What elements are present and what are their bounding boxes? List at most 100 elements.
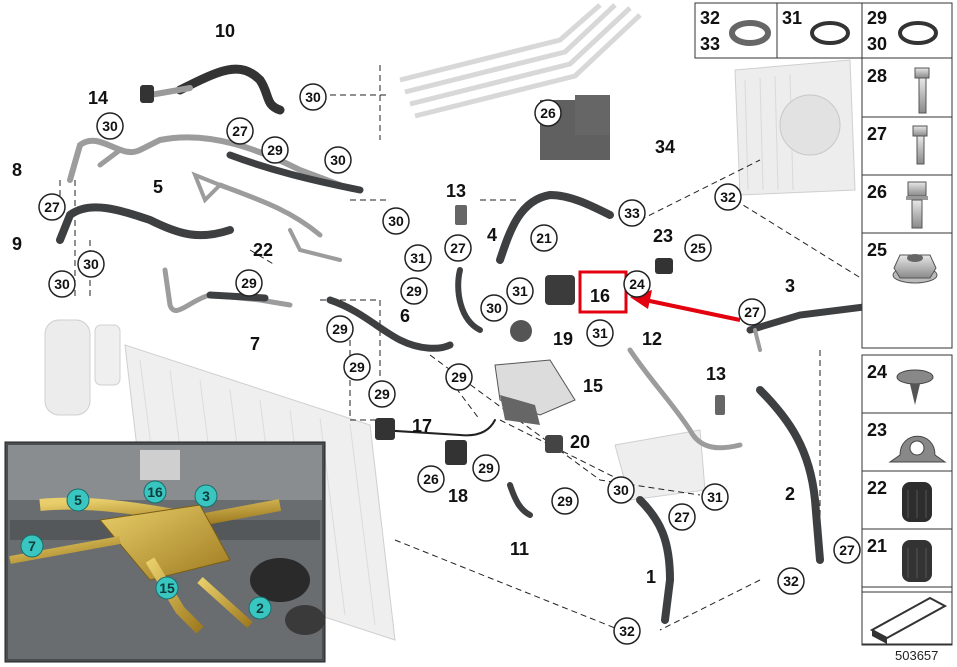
circle-ref-26: 26	[534, 99, 562, 127]
svg-text:27: 27	[450, 240, 466, 256]
svg-text:25: 25	[690, 240, 706, 256]
callout-13b: 13	[706, 364, 726, 384]
svg-text:32: 32	[783, 573, 799, 589]
callout-9: 9	[12, 234, 22, 254]
callout-15: 15	[583, 376, 603, 396]
circle-ref-27: 27	[38, 193, 66, 221]
svg-text:27: 27	[44, 199, 60, 215]
svg-text:31: 31	[512, 283, 528, 299]
svg-text:28: 28	[867, 66, 887, 86]
svg-text:16: 16	[147, 484, 163, 500]
callout-4: 4	[487, 225, 497, 245]
svg-text:30: 30	[83, 256, 99, 272]
circle-ref-31: 31	[404, 244, 432, 272]
svg-text:27: 27	[744, 304, 760, 320]
background-pipes	[399, 3, 642, 119]
evaporator	[734, 59, 856, 196]
callout-22: 22	[253, 240, 273, 260]
svg-text:5: 5	[74, 492, 82, 508]
callout-5: 5	[153, 177, 163, 197]
circle-ref-29: 29	[472, 454, 500, 482]
svg-text:26: 26	[867, 182, 887, 202]
svg-text:26: 26	[540, 105, 556, 121]
circle-ref-30: 30	[299, 83, 327, 111]
svg-text:29: 29	[349, 359, 365, 375]
svg-text:24: 24	[629, 276, 645, 292]
circle-ref-30: 30	[324, 146, 352, 174]
circle-ref-31: 31	[701, 483, 729, 511]
svg-text:30: 30	[305, 89, 321, 105]
rubber-cap-icon	[902, 482, 932, 522]
circle-ref-26: 26	[417, 465, 445, 493]
svg-text:30: 30	[867, 34, 887, 54]
circle-ref-29: 29	[400, 277, 428, 305]
seal-ring-icon	[729, 20, 938, 46]
callout-6: 6	[400, 306, 410, 326]
svg-text:29: 29	[557, 493, 573, 509]
inset-label-3: 3	[194, 484, 218, 508]
svg-text:31: 31	[782, 8, 802, 28]
svg-text:33: 33	[624, 205, 640, 221]
circle-ref-30: 30	[77, 250, 105, 278]
svg-text:23: 23	[867, 420, 887, 440]
flange-nut-icon	[892, 254, 938, 284]
svg-text:33: 33	[700, 34, 720, 54]
callout-34: 34	[655, 137, 675, 157]
circle-ref-32: 32	[777, 567, 805, 595]
circle-ref-30: 30	[48, 270, 76, 298]
circle-ref-27: 27	[444, 234, 472, 262]
callout-13a: 13	[446, 181, 466, 201]
callout-3: 3	[785, 276, 795, 296]
shim-icon	[861, 591, 953, 645]
svg-text:30: 30	[388, 213, 404, 229]
svg-text:30: 30	[486, 300, 502, 316]
svg-text:30: 30	[330, 152, 346, 168]
callout-19: 19	[553, 329, 573, 349]
inset-label-7: 7	[20, 534, 44, 558]
bracket-clip-icon	[888, 435, 947, 463]
long-bolt-icon	[914, 67, 930, 114]
svg-text:21: 21	[867, 536, 887, 556]
circle-ref-30: 30	[607, 476, 635, 504]
svg-text:25: 25	[867, 240, 887, 260]
leader-lines	[59, 65, 881, 631]
callout-2: 2	[785, 484, 795, 504]
circle-ref-29: 29	[551, 487, 579, 515]
svg-text:27: 27	[839, 542, 855, 558]
circle-ref-32: 32	[613, 617, 641, 645]
circle-ref-27: 27	[738, 298, 766, 326]
svg-text:32: 32	[720, 189, 736, 205]
svg-text:21: 21	[536, 230, 552, 246]
circle-ref-29: 29	[445, 363, 473, 391]
circle-ref-29: 29	[235, 269, 263, 297]
ac-lines	[56, 64, 904, 624]
circle-ref-30: 30	[382, 207, 410, 235]
svg-text:31: 31	[592, 325, 608, 341]
callout-7: 7	[250, 334, 260, 354]
inset-label-5: 5	[66, 488, 90, 512]
svg-text:22: 22	[867, 478, 887, 498]
svg-text:30: 30	[613, 482, 629, 498]
circle-ref-27: 27	[668, 503, 696, 531]
circle-ref-24: 24	[623, 270, 651, 298]
callout-20: 20	[570, 432, 590, 452]
inset-label-15: 15	[155, 576, 179, 600]
circle-ref-21: 21	[530, 224, 558, 252]
svg-text:30: 30	[102, 118, 118, 134]
inset-photo	[4, 441, 326, 663]
callout-18: 18	[448, 486, 468, 506]
svg-text:7: 7	[28, 538, 36, 554]
svg-text:29: 29	[478, 460, 494, 476]
circle-ref-30: 30	[480, 294, 508, 322]
callout-23: 23	[653, 226, 673, 246]
circle-ref-32: 32	[714, 183, 742, 211]
circle-ref-31: 31	[586, 319, 614, 347]
svg-text:29: 29	[451, 369, 467, 385]
circle-ref-29: 29	[261, 136, 289, 164]
circle-ref-29: 29	[368, 380, 396, 408]
circle-ref-29: 29	[326, 315, 354, 343]
svg-text:3: 3	[202, 488, 210, 504]
bolt-icon	[912, 125, 928, 165]
